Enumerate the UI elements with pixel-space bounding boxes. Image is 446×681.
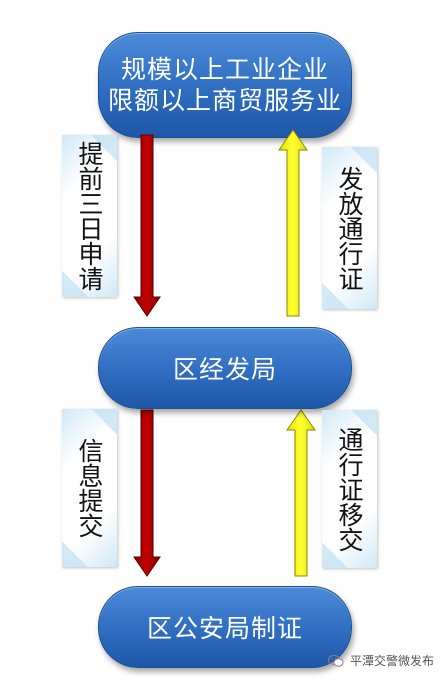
label-submit: 信息提交 (62, 409, 117, 567)
label-transfer-text: 通行证移交 (335, 426, 364, 552)
node-enterprises: 规模以上工业企业 限额以上商贸服务业 (98, 32, 352, 138)
node-economic-bureau-text: 区经发局 (172, 355, 277, 384)
label-apply-text: 提前三日申请 (75, 141, 104, 291)
wechat-icon (327, 654, 344, 667)
label-apply: 提前三日申请 (62, 135, 117, 297)
node-enterprises-line1: 规模以上工业企业 (120, 55, 329, 84)
up-arrow-1 (278, 129, 308, 317)
label-transfer: 通行证移交 (322, 410, 377, 568)
label-submit-text: 信息提交 (75, 438, 104, 538)
up-arrow-2 (286, 409, 316, 577)
watermark: 平潭交警微发布 (327, 652, 434, 669)
label-issue: 发放通行证 (322, 147, 377, 309)
node-enterprises-line2: 限额以上商贸服务业 (107, 86, 342, 115)
label-issue-text: 发放通行证 (335, 165, 364, 291)
node-police-bureau: 区公安局制证 (98, 586, 352, 668)
watermark-text: 平潭交警微发布 (349, 654, 434, 668)
down-arrow-1 (133, 134, 161, 317)
down-arrow-2 (133, 409, 161, 577)
node-economic-bureau: 区经发局 (98, 327, 352, 409)
node-police-bureau-text: 区公安局制证 (146, 614, 303, 643)
